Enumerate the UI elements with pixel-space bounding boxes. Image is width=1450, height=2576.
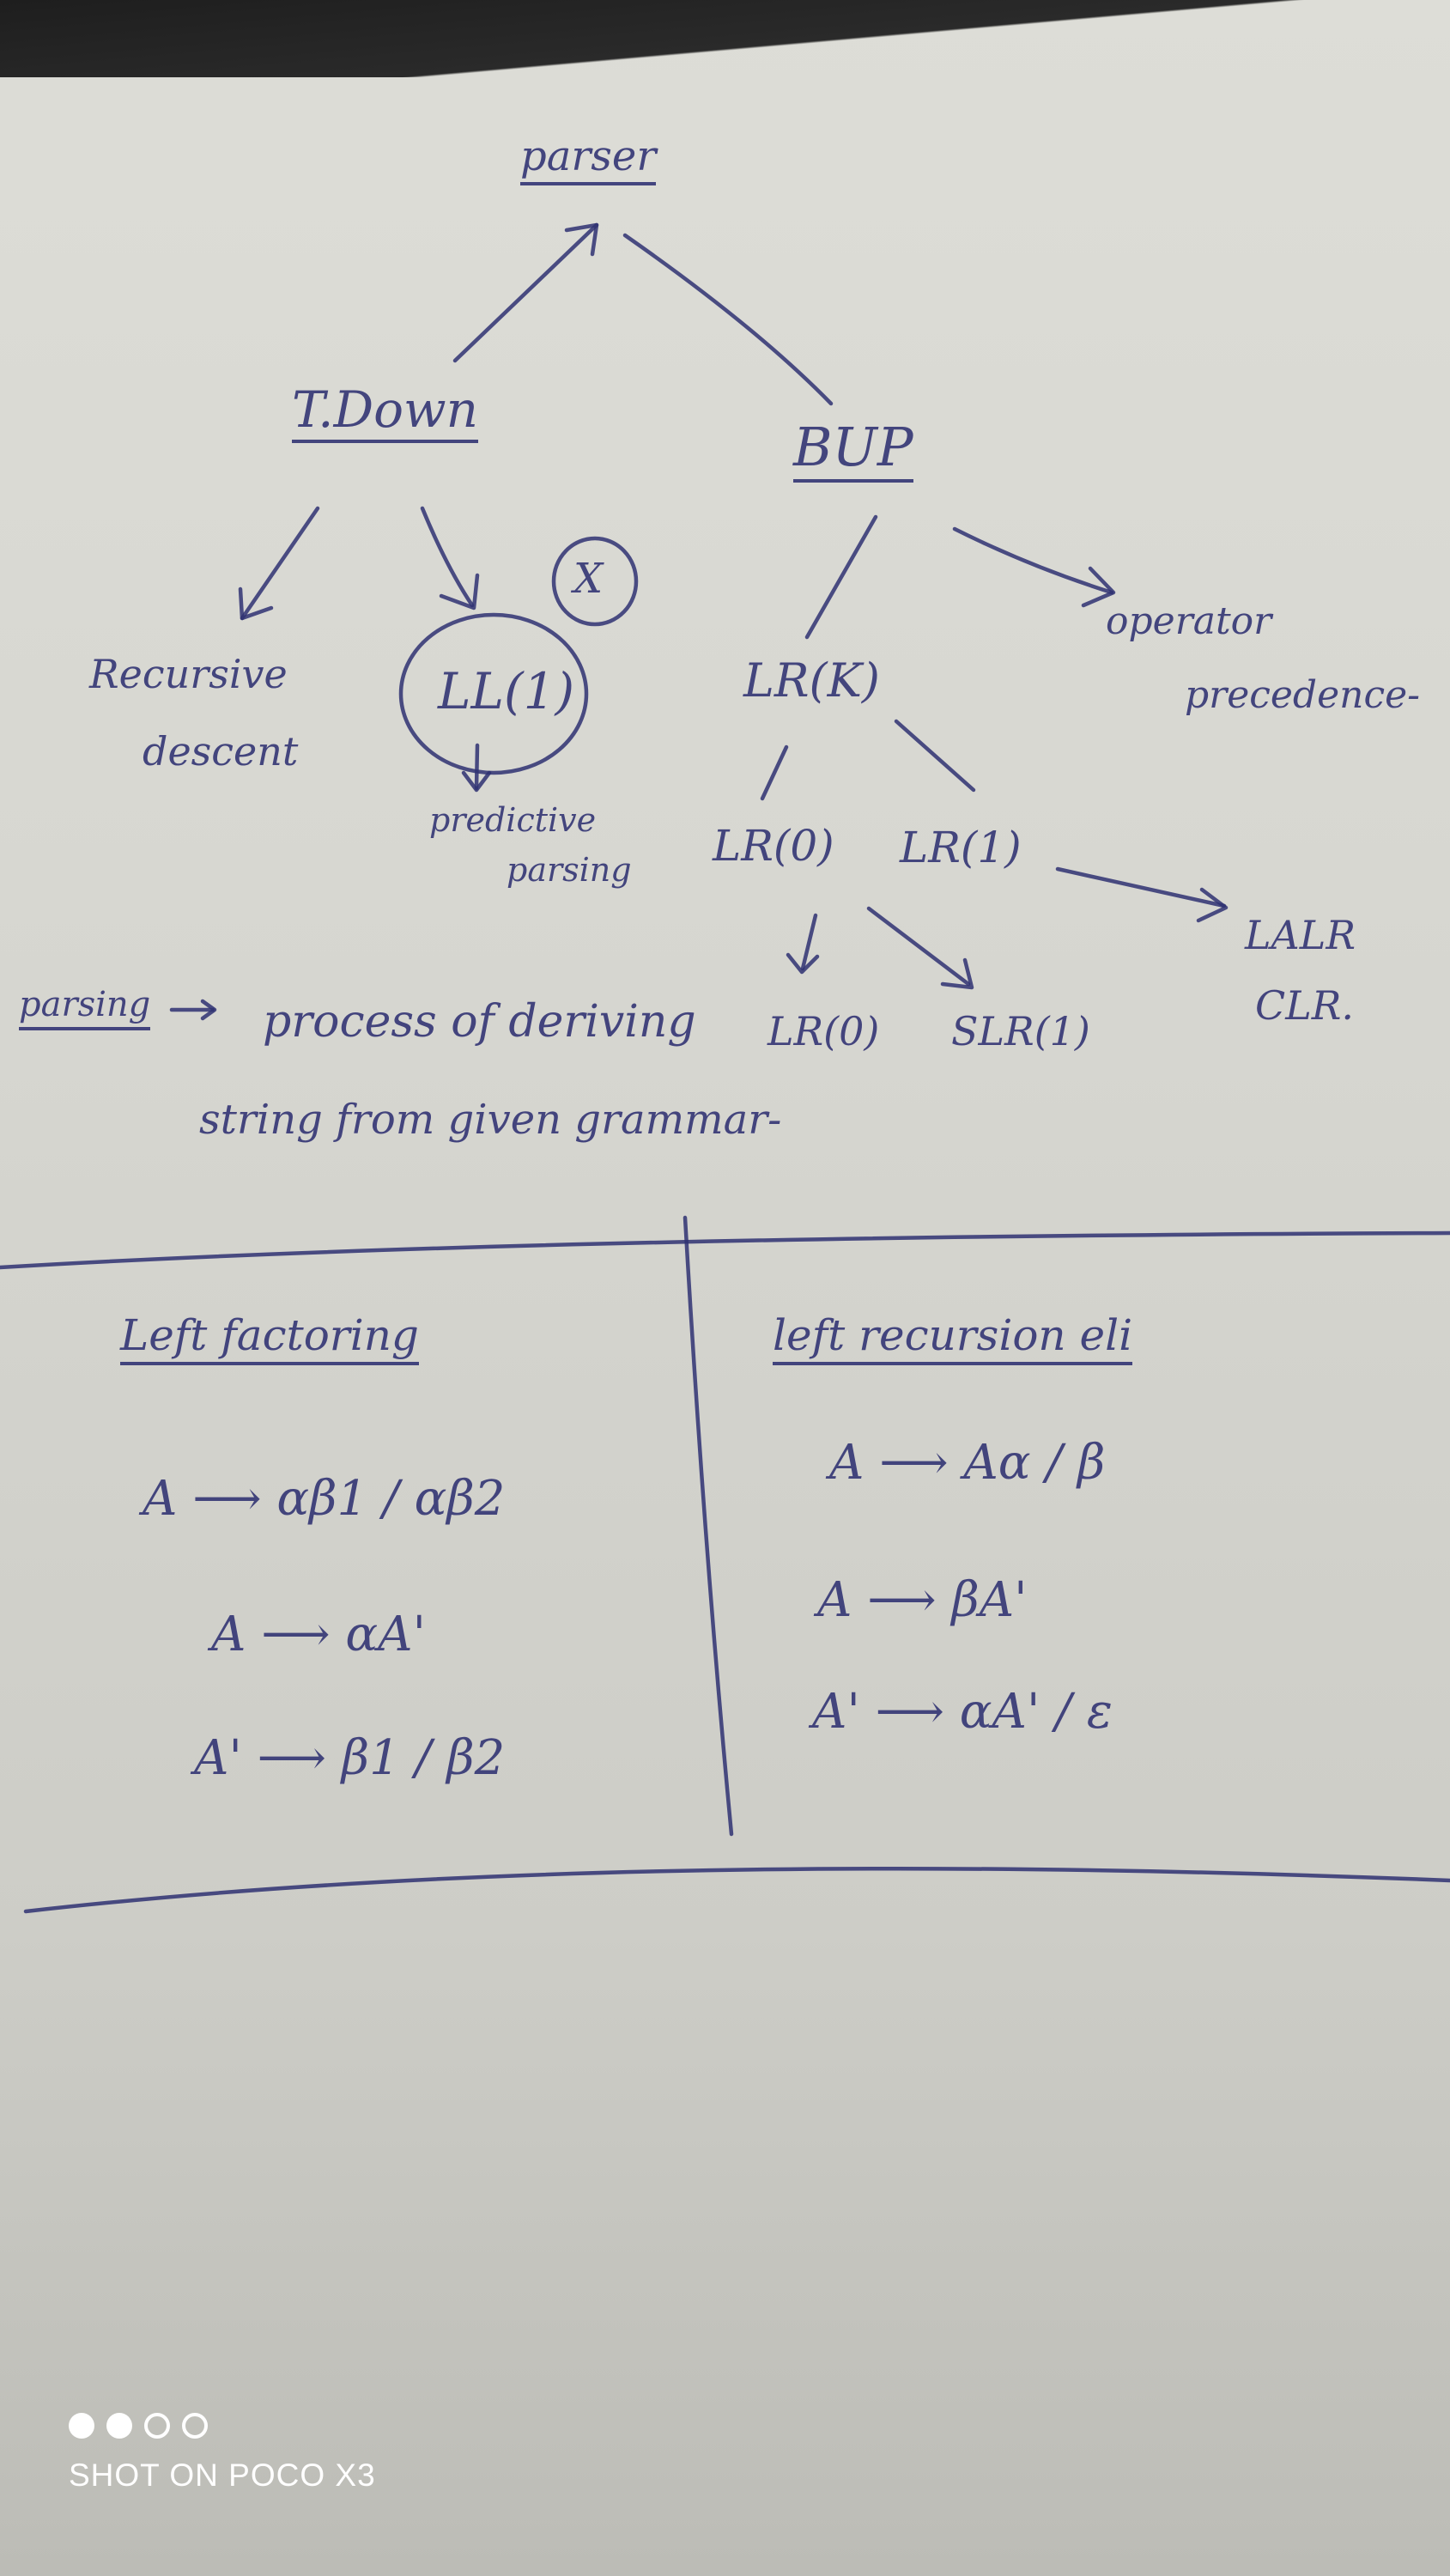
watermark-dot-filled-2 [106, 2413, 132, 2439]
ll1-label: LL(1) [438, 662, 575, 720]
branch-tdown-ll1 [420, 506, 475, 608]
watermark-text: SHOT ON POCO X3 [69, 2458, 376, 2493]
lr0-leaf-label: LR(0) [767, 1008, 880, 1054]
branch-bup-operator [952, 526, 1114, 595]
left-factoring-rule2: A ⟶ αA' [211, 1607, 426, 1662]
dark-background-corner [0, 0, 1450, 77]
arrowhead-operator [1081, 566, 1116, 608]
predictive-parsing-line1: predictive [429, 801, 597, 839]
branch-lr0-slr1 [866, 906, 971, 987]
slr1-label: SLR(1) [951, 1008, 1090, 1054]
predictive-parsing-line2: parsing [507, 851, 632, 889]
branch-lr1-lalr [1055, 866, 1227, 908]
watermark-dot-ring-2 [182, 2413, 208, 2439]
definition-term: parsing [19, 987, 151, 1030]
top-down-label: T.Down [292, 385, 479, 443]
clr-label: CLR. [1255, 982, 1354, 1029]
ll1-down-arrowhead [461, 770, 492, 793]
ll1-down-arrow [474, 743, 480, 791]
arrowhead-parser [564, 222, 599, 257]
left-recursion-rule2: A ⟶ βA' [817, 1572, 1028, 1628]
operator-precedence-line2: precedence- [1185, 673, 1421, 717]
arrowhead-ll1 [439, 573, 480, 611]
recursive-descent-line1: Recursive [89, 651, 288, 697]
lrk-label: LR(K) [743, 653, 880, 708]
watermark-dots [69, 2413, 376, 2442]
left-recursion-rule1: A ⟶ Aα / β [829, 1435, 1106, 1491]
arrowhead-lalr [1196, 887, 1229, 923]
branch-bup-lrk [804, 514, 878, 640]
circled-note-label: X [573, 555, 604, 603]
parser-root-label: parser [520, 136, 657, 185]
lalr-label: LALR [1245, 912, 1356, 958]
operator-precedence-line1: operator [1106, 599, 1272, 643]
arrowhead-slr1 [940, 957, 974, 990]
divider-top [0, 1230, 1450, 1270]
camera-watermark: SHOT ON POCO X3 [69, 2413, 376, 2494]
definition-line2: string from given grammar- [199, 1096, 782, 1144]
branch-lrk-lr1 [894, 719, 976, 793]
arrowhead-lr0-leaf [786, 952, 820, 975]
ll1-circle [398, 612, 589, 775]
lr0-label: LR(0) [713, 821, 834, 871]
branch-tdown-recursive [240, 506, 320, 621]
left-recursion-heading: left recursion eli [773, 1314, 1133, 1365]
left-factoring-rule3: A' ⟶ β1 / β2 [194, 1730, 506, 1786]
branch-parser-tdown [452, 222, 599, 363]
branch-lr0-leaf [800, 913, 818, 971]
left-recursion-rule3: A' ⟶ αA' / ε [812, 1684, 1113, 1740]
note-circle [551, 536, 639, 627]
divider-vertical [683, 1215, 734, 1837]
branch-parser-bup [622, 233, 834, 406]
recursive-descent-line2: descent [143, 728, 299, 775]
watermark-dot-ring-1 [144, 2413, 170, 2439]
left-factoring-rule1: A ⟶ αβ1 / αβ2 [143, 1471, 506, 1527]
branch-lrk-lr0 [760, 744, 789, 801]
definition-arrowhead [200, 999, 217, 1021]
bottom-up-label: BUP [793, 421, 913, 483]
divider-bottom [23, 1866, 1450, 1914]
left-factoring-heading: Left factoring [120, 1314, 419, 1365]
lr1-label: LR(1) [900, 823, 1022, 872]
watermark-dot-filled-1 [69, 2413, 94, 2439]
definition-line1: process of deriving [263, 996, 696, 1048]
arrowhead-recursive [238, 586, 274, 621]
